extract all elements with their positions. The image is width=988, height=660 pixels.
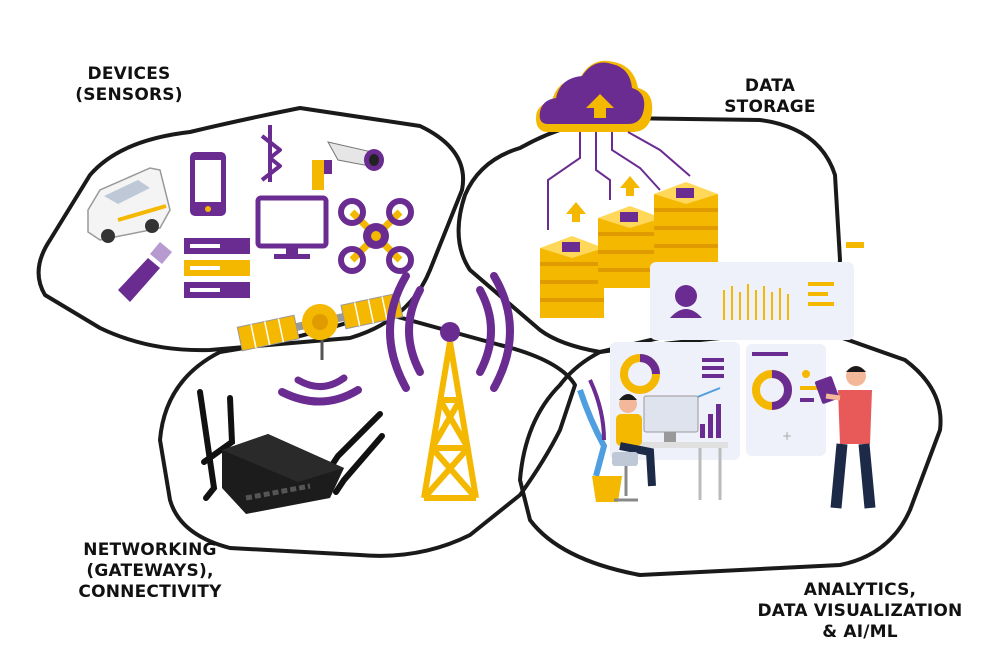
presenter-person-icon [815,366,876,509]
smartphone-icon [190,152,226,216]
upload-arrows [566,176,640,222]
van-icon [87,167,171,243]
svg-text:+: + [782,429,792,443]
server-rack-icon [184,238,250,298]
usb-drive-icon [118,242,172,302]
label-networking: NETWORKING (GATEWAYS), CONNECTIVITY [40,540,260,603]
hexagon-devices [36,106,466,353]
label-analytics-line1: ANALYTICS, [803,580,917,600]
router-icon [197,389,385,514]
label-networking-line1: NETWORKING [83,540,217,560]
label-data-storage: DATA STORAGE [700,76,840,118]
monitor-icon [255,195,329,259]
label-devices: DEVICES (SENSORS) [40,64,218,106]
label-analytics-line2: DATA VISUALIZATION [757,601,963,621]
broadcast-tower-icon [386,272,514,501]
label-analytics: ANALYTICS, DATA VISUALIZATION & AI/ML [740,580,980,643]
cloud-upload-icon [536,60,653,132]
data-lines [547,131,691,230]
label-storage-line2: STORAGE [724,97,816,117]
dashboard-panel-icon: + [610,242,864,460]
label-devices-line1: DEVICES [87,64,171,84]
security-camera-icon [312,141,384,190]
label-networking-line2: (GATEWAYS), [86,561,214,581]
bluetooth-icon [260,125,282,182]
satellite-icon [236,292,404,406]
analyst-person-icon [577,379,728,502]
server-stack-icon [540,182,718,318]
label-storage-line1: DATA [744,76,796,96]
label-analytics-line3: & AI/ML [822,622,898,642]
drone-icon [338,198,414,274]
label-devices-line2: (SENSORS) [75,85,183,105]
label-networking-line3: CONNECTIVITY [78,582,222,602]
